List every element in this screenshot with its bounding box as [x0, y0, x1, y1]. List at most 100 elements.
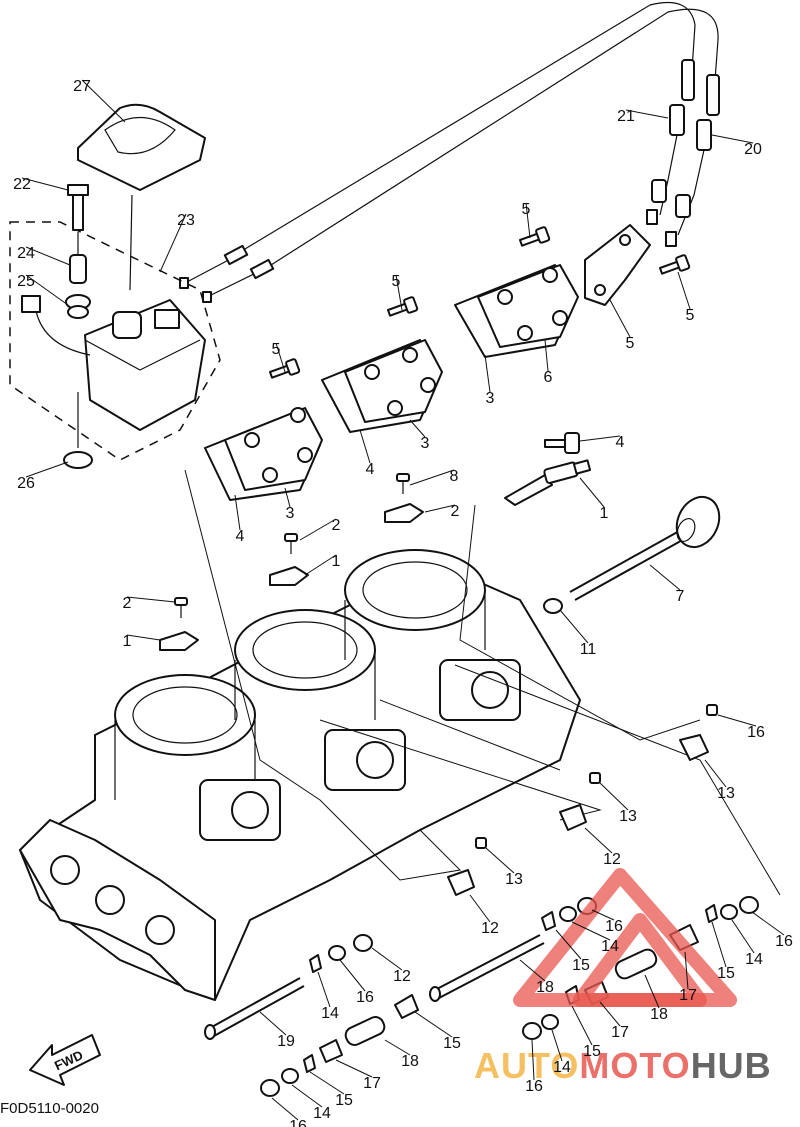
- leader-line: [299, 518, 337, 541]
- bolt-22: [67, 184, 89, 231]
- leader-line: [339, 959, 366, 992]
- lever-12: [447, 734, 709, 896]
- leader-line: [644, 974, 660, 1009]
- shaft-9: [204, 977, 305, 1040]
- screws-13: [475, 704, 718, 849]
- leader-line: [409, 419, 426, 438]
- throttle-cables: [179, 1, 719, 303]
- callout-number: 2: [451, 503, 460, 520]
- leader-line: [21, 177, 69, 191]
- cable-fitting-21: [646, 59, 695, 225]
- leader-line: [551, 1029, 563, 1062]
- leader-line: [291, 1084, 323, 1108]
- callout-number: 19: [277, 1033, 295, 1050]
- leader-line: [571, 1005, 593, 1046]
- valve-holders-1: [159, 503, 424, 651]
- leader-line: [525, 202, 531, 239]
- drawing-code: F0D5110-0020: [0, 1100, 99, 1117]
- leader-line: [731, 919, 755, 954]
- cylinder-block: [19, 549, 581, 1001]
- callout-number: 14: [321, 1005, 339, 1022]
- callout-number: 15: [335, 1092, 353, 1109]
- leader-line: [275, 342, 286, 373]
- callout-number: 1: [123, 633, 132, 650]
- callout-number: 18: [536, 979, 554, 996]
- leader-line: [591, 909, 615, 921]
- leader-line: [271, 1097, 299, 1121]
- control-unit: [21, 295, 206, 431]
- callout-number: 4: [236, 528, 245, 545]
- leader-line: [677, 271, 691, 310]
- callout-number: 27: [73, 78, 91, 95]
- bolt-8: [544, 432, 580, 454]
- leader-line: [259, 1011, 287, 1036]
- callout-number: 5: [626, 335, 635, 352]
- callout-number: 17: [611, 1024, 629, 1041]
- leader-line: [384, 1039, 411, 1056]
- callout-number: 14: [553, 1059, 571, 1076]
- leader-line: [234, 494, 241, 531]
- callout-number: 6: [544, 369, 553, 386]
- leader-line: [579, 435, 621, 442]
- callout-number: 13: [505, 871, 523, 888]
- callout-number: 21: [617, 108, 635, 125]
- leader-line: [359, 429, 371, 464]
- reed-valve-block-front: [204, 407, 323, 501]
- callout-number: 14: [313, 1105, 331, 1122]
- cover-27: [77, 103, 206, 191]
- forward-arrow-icon: FWD: [29, 1034, 101, 1086]
- leader-line: [711, 921, 727, 968]
- callout-number: 4: [616, 434, 625, 451]
- leader-line: [484, 354, 491, 393]
- callout-number: 16: [775, 933, 793, 950]
- leader-line: [309, 1071, 345, 1095]
- watermark-brand-right: HUB: [691, 1045, 772, 1086]
- callout-number: 1: [332, 553, 341, 570]
- cable-fitting-20: [665, 74, 720, 247]
- watermark-triangle-logo: [513, 868, 737, 1007]
- callout-number: 12: [481, 920, 499, 937]
- leader-line: [159, 213, 187, 273]
- leader-line: [559, 609, 589, 644]
- callout-number: 11: [580, 641, 597, 658]
- shaft-10: [429, 934, 545, 1002]
- callout-number: 16: [605, 918, 623, 935]
- leader-line: [717, 714, 757, 727]
- watermark-brand-left: AUTO: [474, 1045, 579, 1086]
- leader-line: [371, 947, 403, 971]
- callout-number: 24: [17, 245, 35, 262]
- callout-number: 5: [392, 273, 401, 290]
- collar-24: [69, 254, 87, 284]
- leader-line: [485, 847, 515, 874]
- leader-line: [649, 564, 681, 591]
- callout-number: 3: [286, 505, 295, 522]
- leader-line: [414, 1011, 453, 1038]
- washer-26: [63, 451, 93, 469]
- leader-line: [25, 274, 69, 306]
- callout-number: 15: [572, 957, 590, 974]
- valve-guide-16-upper: [543, 598, 563, 614]
- leader-line: [584, 827, 613, 854]
- callout-number: 16: [525, 1078, 543, 1095]
- callout-number: 15: [583, 1043, 601, 1060]
- leader-line: [531, 1039, 535, 1081]
- callout-number: 1: [600, 505, 609, 522]
- leader-line: [424, 504, 456, 513]
- callout-number: 15: [443, 1035, 461, 1052]
- leader-line: [335, 1059, 373, 1078]
- callout-number: 23: [177, 212, 195, 229]
- callout-number: 12: [393, 968, 411, 985]
- callout-number: 13: [619, 808, 637, 825]
- callout-labels: 2722232425262120555556333444822211171116…: [13, 78, 793, 1127]
- leader-line: [126, 596, 176, 603]
- callout-number: 14: [745, 951, 763, 968]
- callout-number: 13: [717, 785, 735, 802]
- callout-number: 2: [123, 595, 132, 612]
- leader-line: [395, 274, 403, 311]
- callout-number: 12: [603, 851, 621, 868]
- callout-number: 4: [366, 461, 375, 478]
- cable-bracket-6: [584, 224, 651, 306]
- callout-number: 16: [356, 989, 374, 1006]
- reed-valve-block-rear: [454, 264, 579, 358]
- grommet-25: [65, 294, 91, 319]
